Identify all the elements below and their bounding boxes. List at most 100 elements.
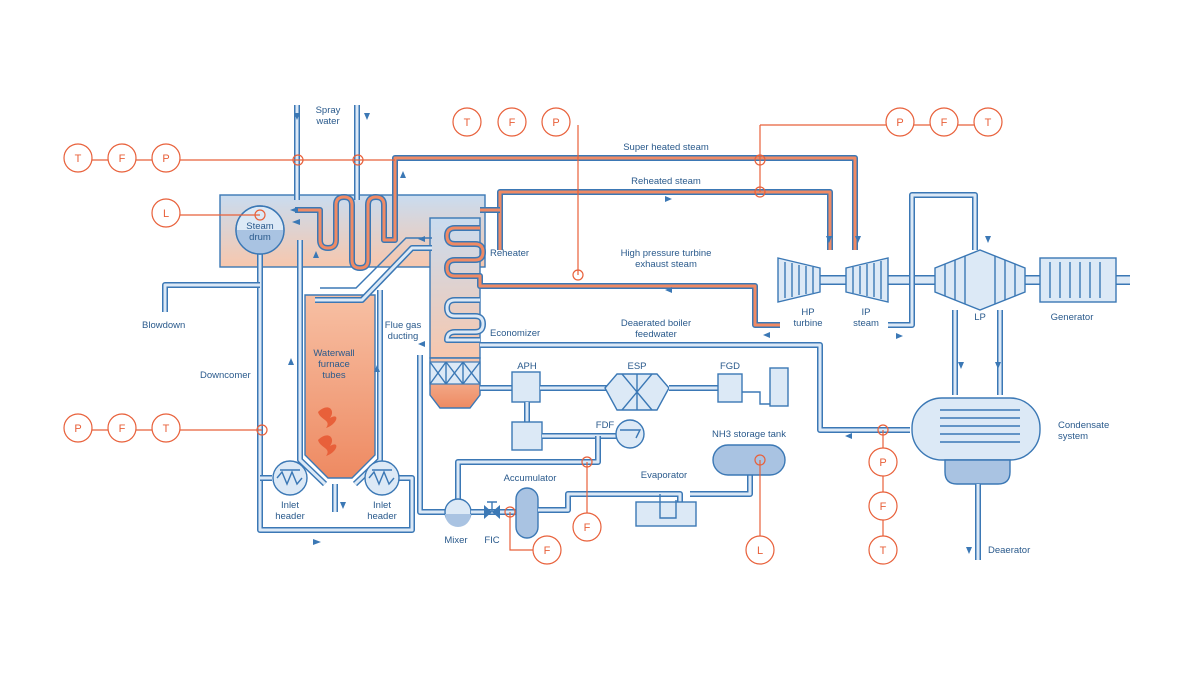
instrument-group-right-top: P F T [885, 107, 1003, 137]
instrument-tag: P [896, 117, 903, 129]
accumulator-vessel [515, 487, 539, 539]
steam-drum: Steam drum [235, 205, 285, 255]
instrument-tag: F [544, 545, 551, 557]
steam-drum-label-2: drum [249, 232, 271, 243]
fdf-box [511, 421, 543, 451]
hp-turbine-label-2: turbine [793, 318, 822, 329]
feedwater-line [480, 342, 910, 433]
downcomer-pipes [162, 171, 415, 545]
instrument-tag: T [880, 545, 887, 557]
turbine-train [777, 192, 1130, 339]
instrument-tag: T [163, 423, 170, 435]
blowdown-label: Blowdown [142, 320, 185, 331]
ip-steam-label-2: steam [853, 318, 879, 329]
instrument-tag: F [119, 153, 126, 165]
condenser [911, 397, 1041, 461]
reheater-coil [444, 189, 833, 328]
hp-exhaust-label-2: exhaust steam [635, 259, 697, 270]
fic-valve-right [492, 505, 500, 519]
fgd-label: FGD [720, 361, 740, 372]
flame-icon-top [318, 407, 337, 428]
flame-icon-bottom [318, 435, 337, 456]
fdf-fan [615, 419, 645, 449]
fgd-box [717, 373, 743, 403]
inlet-header-right [364, 460, 400, 496]
flow-arrows [418, 196, 770, 347]
instrument-level-left: L [151, 198, 181, 228]
fic-valve-left [484, 505, 492, 519]
instrument-accumulator-flow: F [532, 535, 562, 565]
hp-turbine-label-1: HP [801, 307, 814, 318]
steam-drum-label-1: Steam [246, 221, 274, 232]
instrument-tag: T [464, 117, 471, 129]
stack-box [769, 367, 789, 407]
instrument-tag: P [74, 423, 81, 435]
instrument-tag: F [584, 522, 591, 534]
instrument-tag: T [75, 153, 82, 165]
instrument-tag: P [879, 457, 886, 469]
flue-gas-treatment [455, 367, 789, 500]
inlet-header-right-label-1: Inlet [373, 500, 391, 511]
instrument-group-mid-top: T F P [452, 107, 571, 137]
instrument-tank-level: L [745, 535, 775, 565]
spray-water-lines [294, 105, 370, 200]
inlet-header-left [272, 460, 308, 496]
aph-label: APH [517, 361, 537, 372]
reheated-label: Reheated steam [631, 176, 701, 187]
hp-exhaust-label-1: High pressure turbine [621, 248, 712, 259]
lp-label: LP [974, 312, 986, 323]
deaerated-label-1: Deaerated boiler [621, 318, 691, 329]
fic-label: FIC [484, 535, 499, 546]
waterwall-label-1: Waterwall [313, 348, 354, 359]
flue-gas-label-2: ducting [388, 331, 419, 342]
instrument-tag: T [985, 117, 992, 129]
nh3-tank [712, 444, 786, 476]
diagram-labels: Spray water Blowdown Downcomer Waterwall… [142, 105, 1109, 556]
deaerator-label: Deaerator [988, 545, 1030, 556]
instrument-tag: P [162, 153, 169, 165]
instrument-tag: L [757, 545, 763, 557]
instrument-tag: L [163, 208, 169, 220]
waterwall-label-3: tubes [322, 370, 345, 381]
super-heated-label: Super heated steam [623, 142, 709, 153]
condensate-label-1: Condensate [1058, 420, 1109, 431]
flue-gas-label-1: Flue gas [385, 320, 422, 331]
instrument-group-right-column: P F T [868, 447, 898, 565]
instrument-tag: F [880, 501, 887, 513]
evaporator-label: Evaporator [641, 470, 687, 481]
economizer-label: Economizer [490, 328, 540, 339]
economizer-coil [444, 297, 486, 343]
furnace [297, 240, 383, 487]
spray-water-label-2: water [315, 116, 339, 127]
ammonia-system [417, 355, 786, 539]
reheater-label: Reheater [490, 248, 529, 259]
inlet-header-right-label-2: header [367, 511, 397, 522]
flue-gas-duct [315, 237, 432, 303]
nh3-tank-label: NH3 storage tank [712, 429, 786, 440]
instrument-tag: F [509, 117, 516, 129]
inlet-header-left-label-2: header [275, 511, 305, 522]
esp-label: ESP [627, 361, 646, 372]
downcomer-label: Downcomer [200, 370, 251, 381]
ip-steam-label-1: IP [862, 307, 871, 318]
condensate-label-2: system [1058, 431, 1088, 442]
mixer-label: Mixer [444, 535, 467, 546]
instrument-tag: P [552, 117, 559, 129]
spray-water-label-1: Spray [316, 105, 341, 116]
generator-body [1039, 257, 1117, 303]
lp-turbine [934, 249, 1026, 311]
evaporator-box [635, 501, 697, 527]
deaerated-label-2: feedwater [635, 329, 677, 340]
fdf-label: FDF [596, 420, 615, 431]
instrument-group-left-bottom: P F T [63, 413, 181, 443]
waterwall-label-2: furnace [318, 359, 350, 370]
aph-box [511, 371, 541, 403]
inlet-header-left-label-1: Inlet [281, 500, 299, 511]
condensate-system [845, 310, 1041, 560]
instrument-tag: F [119, 423, 126, 435]
superheater-coil [295, 155, 858, 271]
instrument-group-left-top: T F P [63, 143, 181, 173]
accumulator-label: Accumulator [504, 473, 557, 484]
